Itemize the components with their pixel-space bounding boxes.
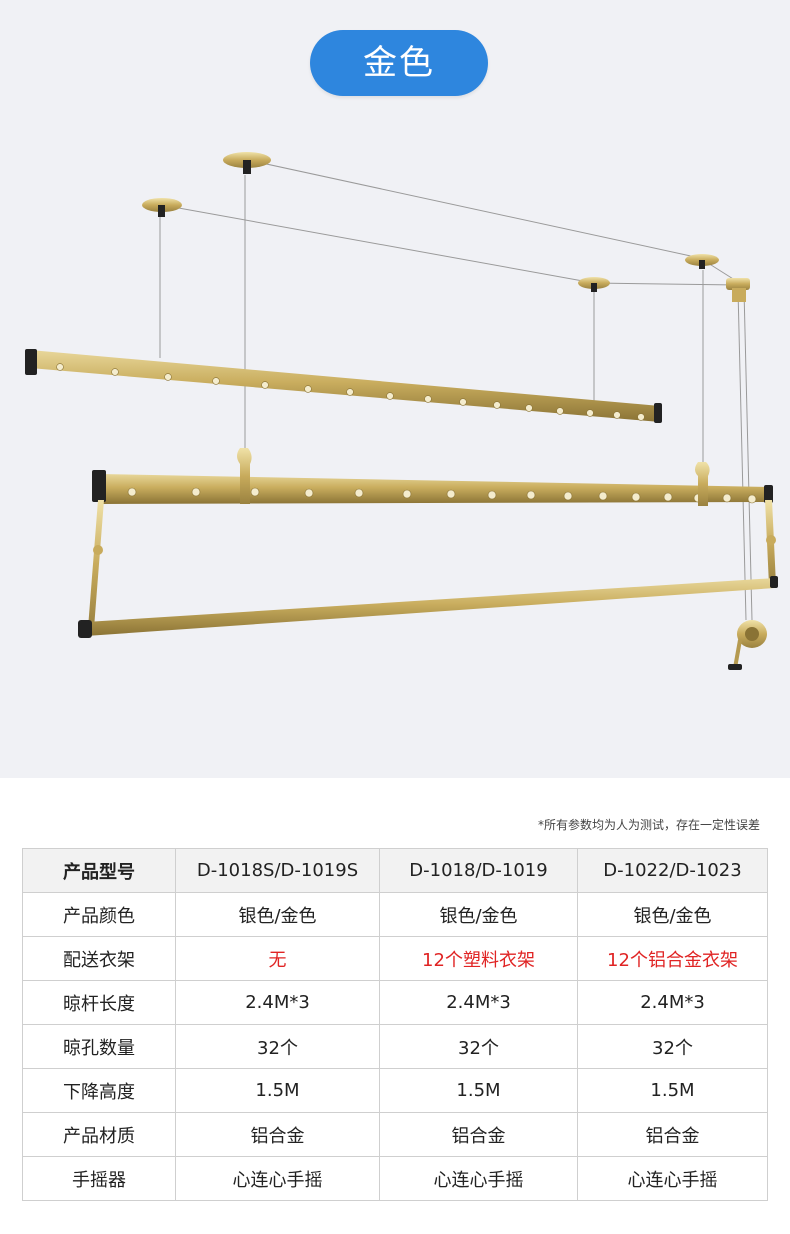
header-model: D-1022/D-1023 [577, 848, 768, 893]
color-label-badge: 金色 [310, 30, 488, 96]
spec-table: 产品型号 D-1018S/D-1019S D-1018/D-1019 D-102… [22, 848, 768, 1201]
cell: 银色/金色 [175, 892, 380, 937]
cell: 2.4M*3 [175, 980, 380, 1025]
table-header-row: 产品型号 D-1018S/D-1019S D-1018/D-1019 D-102… [22, 848, 768, 893]
cell: 12个铝合金衣架 [577, 936, 768, 981]
cell: 铝合金 [175, 1112, 380, 1157]
disclaimer-note: *所有参数均为人为测试，存在一定性误差 [537, 818, 760, 832]
cell: 1.5M [379, 1068, 578, 1113]
row-label: 产品颜色 [22, 892, 176, 937]
cell: 银色/金色 [379, 892, 578, 937]
hand-crank-icon [728, 620, 767, 670]
cell: 心连心手摇 [577, 1156, 768, 1201]
back-rod [25, 349, 662, 423]
cell: 12个塑料衣架 [379, 936, 578, 981]
cell: 32个 [577, 1024, 768, 1069]
cell: 心连心手摇 [175, 1156, 380, 1201]
cell: 32个 [379, 1024, 578, 1069]
cell: 铝合金 [379, 1112, 578, 1157]
table-row: 晾孔数量 32个 32个 32个 [22, 1024, 768, 1069]
product-hero: 金色 [0, 0, 790, 778]
ceiling-mount-icon [142, 152, 750, 302]
cables [159, 159, 753, 621]
row-label: 下降高度 [22, 1068, 176, 1113]
cell: 2.4M*3 [577, 980, 768, 1025]
cell: 32个 [175, 1024, 380, 1069]
row-label: 配送衣架 [22, 936, 176, 981]
lower-frame [78, 500, 778, 638]
row-label: 晾孔数量 [22, 1024, 176, 1069]
cell: 1.5M [577, 1068, 768, 1113]
row-label: 晾杆长度 [22, 980, 176, 1025]
table-row: 手摇器 心连心手摇 心连心手摇 心连心手摇 [22, 1156, 768, 1201]
table-row: 下降高度 1.5M 1.5M 1.5M [22, 1068, 768, 1113]
row-label: 手摇器 [22, 1156, 176, 1201]
table-row: 配送衣架 无 12个塑料衣架 12个铝合金衣架 [22, 936, 768, 981]
header-model: D-1018S/D-1019S [175, 848, 380, 893]
cell: 1.5M [175, 1068, 380, 1113]
drying-rack-illustration [25, 152, 778, 670]
header-label: 产品型号 [22, 848, 176, 893]
row-label: 产品材质 [22, 1112, 176, 1157]
table-row: 产品颜色 银色/金色 银色/金色 银色/金色 [22, 892, 768, 937]
table-row: 晾杆长度 2.4M*3 2.4M*3 2.4M*3 [22, 980, 768, 1025]
cell: 银色/金色 [577, 892, 768, 937]
header-model: D-1018/D-1019 [379, 848, 578, 893]
cell: 铝合金 [577, 1112, 768, 1157]
cell: 心连心手摇 [379, 1156, 578, 1201]
cell: 2.4M*3 [379, 980, 578, 1025]
cell: 无 [175, 936, 380, 981]
table-row: 产品材质 铝合金 铝合金 铝合金 [22, 1112, 768, 1157]
front-rod [92, 448, 773, 506]
